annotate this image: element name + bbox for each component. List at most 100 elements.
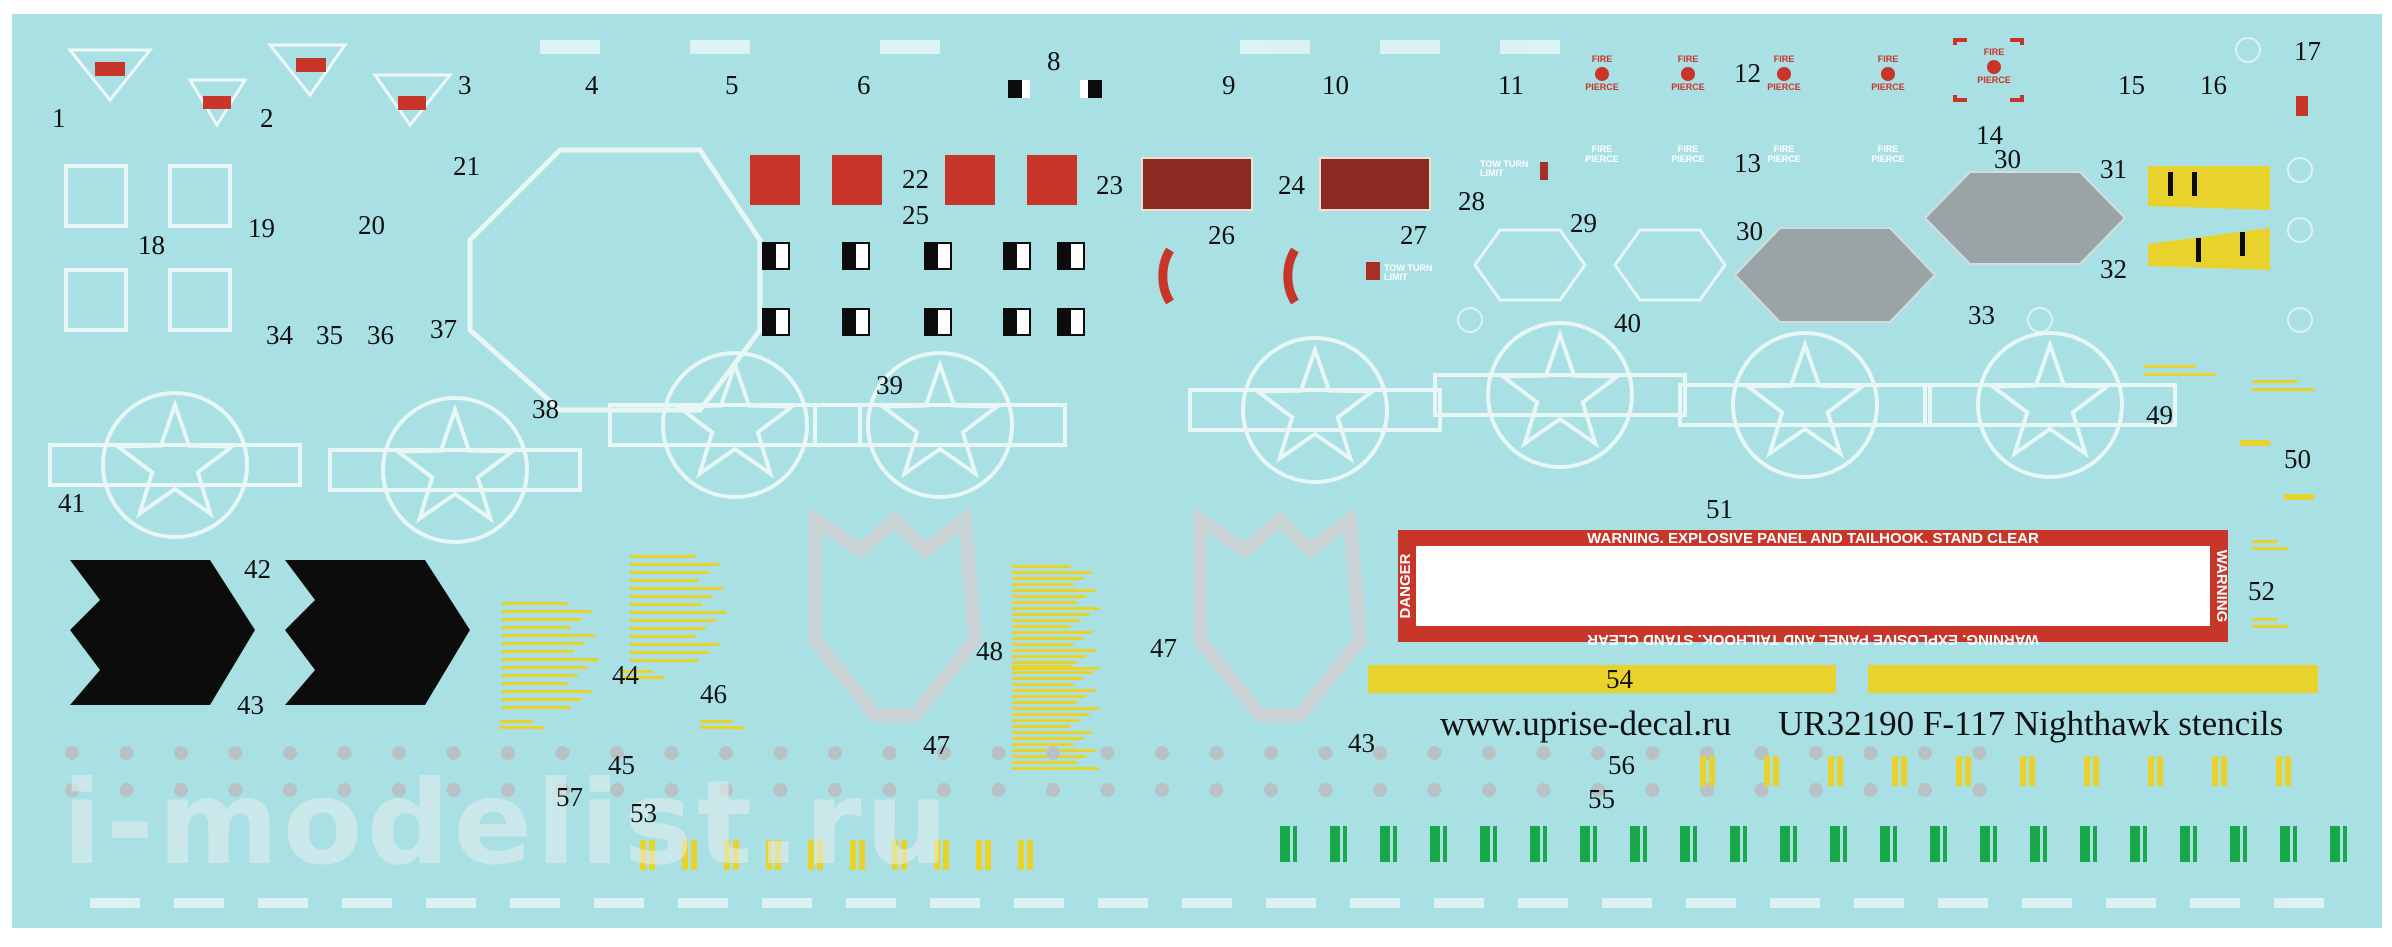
insignia-bar [1433, 373, 1687, 417]
yellow-tag [2285, 756, 2291, 786]
checker-square-stripe [938, 244, 950, 268]
rivet [283, 783, 297, 797]
white-stencil [1686, 898, 1736, 908]
yellow-tag [1828, 756, 1834, 786]
shield-outlines [808, 506, 1368, 722]
yellow-text-line [1012, 743, 1074, 746]
rivet [610, 746, 624, 760]
green-tag [1630, 826, 1640, 862]
rivet [937, 783, 951, 797]
rivet [1863, 746, 1878, 760]
item-number: 6 [857, 70, 871, 100]
white-stencil [1434, 898, 1484, 908]
insignia-bar [1678, 383, 1932, 427]
rivet [446, 783, 461, 797]
yellow-stripes [1368, 665, 2318, 693]
yellow-text-line [630, 659, 699, 662]
item-number: 13 [1734, 148, 1761, 178]
green-tag-edge [1493, 826, 1497, 862]
white-stencil [90, 898, 140, 908]
white-stencil [1350, 898, 1400, 908]
white-stencil [2274, 898, 2324, 908]
yellow-tag [2084, 756, 2090, 786]
rivet [392, 746, 406, 760]
rivet [1482, 746, 1496, 760]
yellow-text-line [502, 634, 595, 637]
white-square-outlines [64, 164, 232, 332]
item-number: 38 [532, 394, 559, 424]
yellow-tab [2284, 494, 2314, 500]
insignia-circle [1486, 321, 1634, 469]
tow-label-line2: LIMIT [1384, 272, 1408, 283]
rivet [664, 746, 679, 760]
rivet [719, 746, 733, 760]
yellow-tag [985, 840, 991, 870]
item-number: 53 [630, 798, 657, 828]
item-number: 48 [976, 636, 1003, 666]
yellow-tag [724, 840, 730, 870]
item-number: 41 [58, 488, 85, 518]
yellow-tag [2020, 756, 2026, 786]
yellow-text-line [2144, 373, 2216, 376]
white-stencil [846, 898, 896, 908]
rivet [1591, 746, 1605, 760]
green-tag-edge [1743, 826, 1747, 862]
white-stencil [1518, 898, 1568, 908]
yellow-text-line [1012, 701, 1077, 704]
insignia-circle [661, 351, 809, 499]
rivet [65, 746, 79, 760]
rivet [1972, 783, 1987, 797]
green-tag [2330, 826, 2340, 862]
tow-label-upper: TOW TURN LIMIT [1480, 159, 1528, 179]
white-stencil [1770, 898, 1820, 908]
insignia-star [877, 358, 1003, 479]
fire-label-line1: FIRE [1877, 144, 1899, 154]
item-number: 44 [612, 660, 639, 690]
yellow-text-line [630, 587, 723, 590]
green-tag-edge [2343, 826, 2347, 862]
yellow-tag [817, 840, 823, 870]
green-tag [2230, 826, 2240, 862]
rivet [119, 746, 134, 760]
yellow-text-line [1012, 655, 1087, 658]
rivet [555, 746, 570, 760]
item-number: 29 [1570, 208, 1597, 238]
yellow-tab [2240, 440, 2270, 446]
fire-dot-icon [1881, 66, 1895, 81]
yellow-tag [733, 840, 739, 870]
yellow-text-line [1012, 571, 1093, 574]
checker-square-stripe [1017, 310, 1029, 334]
yellow-tag [1901, 756, 1907, 786]
insignia-circle [1731, 331, 1879, 479]
fire-dot-icon [1681, 66, 1695, 81]
yellow-tag [2221, 756, 2227, 786]
item-number: 17 [2294, 36, 2321, 66]
yellow-text-line [502, 626, 571, 629]
green-tag [1680, 826, 1690, 862]
checker-square-stripe [1017, 244, 1029, 268]
yellow-text-line [630, 611, 727, 614]
item-number: 1 [52, 103, 66, 133]
fire-label-line2: PIERCE [1767, 153, 1801, 164]
rivet [773, 783, 788, 797]
insignia-circle [381, 396, 529, 544]
rivet [1536, 746, 1551, 760]
insignia-bar [813, 403, 1067, 447]
yellow-text-line [1012, 583, 1074, 586]
yellow-text-line [2144, 365, 2196, 368]
yellow-tag [766, 840, 772, 870]
yellow-text-line [502, 690, 592, 693]
green-tag [1830, 826, 1840, 862]
yellow-text-line [2252, 625, 2288, 628]
rivet [1264, 746, 1278, 760]
item-number: 2 [260, 103, 274, 133]
yellow-text-line [1012, 565, 1071, 568]
rivet [1700, 783, 1714, 797]
rivet [991, 746, 1006, 760]
rivet [1318, 746, 1333, 760]
yellow-text-line [502, 658, 599, 661]
fire-label-line2: PIERCE [1871, 153, 1905, 164]
